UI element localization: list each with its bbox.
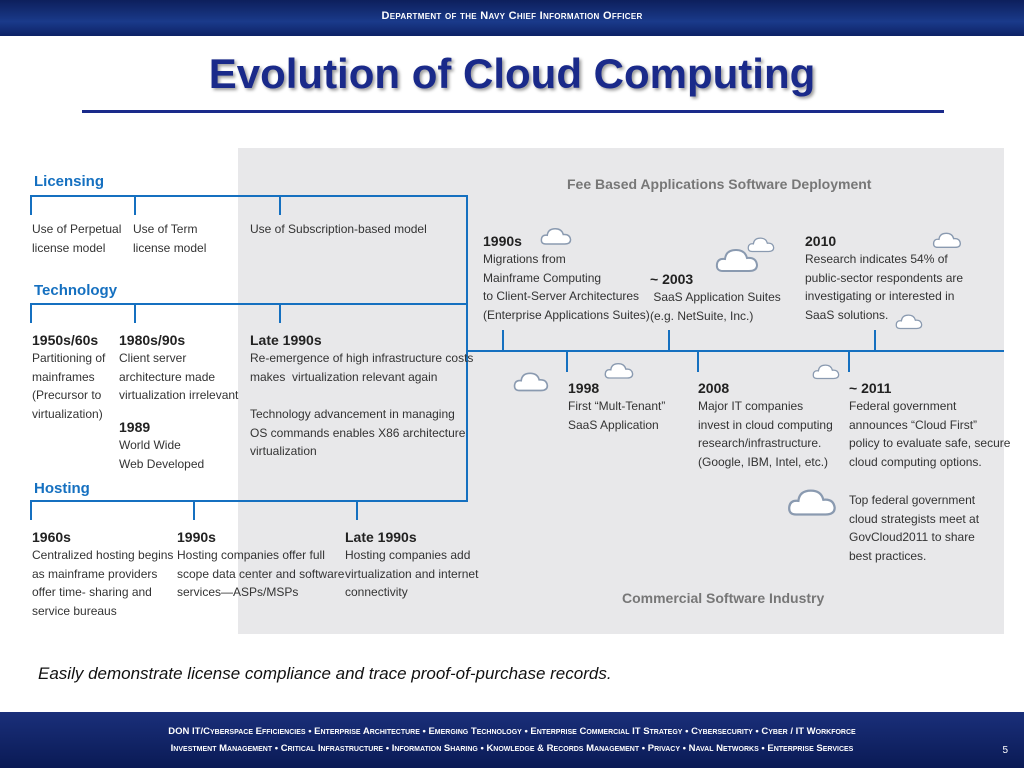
tick [30, 195, 32, 215]
description: Hosting companies add virtualization and… [345, 548, 479, 599]
year: 1989 [119, 419, 151, 435]
description: Partitioning of mainframes (Precursor to… [32, 351, 106, 421]
hosting-item: 1990s Hosting companies offer full scope… [177, 528, 344, 602]
tick [356, 500, 358, 520]
title-underline [82, 110, 944, 113]
cloud-icon [715, 248, 759, 272]
main-timeline [466, 350, 1004, 352]
year: 1990s [483, 233, 522, 249]
cloud-icon [895, 314, 923, 330]
tick [134, 303, 136, 323]
tick [668, 330, 670, 350]
tick [279, 195, 281, 215]
year: 2010 [805, 233, 837, 249]
tick [30, 500, 32, 520]
year: ~ 2011 [849, 380, 892, 396]
footer-line-1: DON IT/Cyberspace Efficiencies • Enterpr… [168, 726, 856, 737]
timeline-item: 1990s Migrations from Mainframe Computin… [483, 232, 650, 324]
description: First “Mult-Tenant” SaaS Application [568, 399, 666, 432]
tick [502, 330, 504, 350]
description: Federal government announces “Cloud Firs… [849, 399, 1011, 469]
year: Late 1990s [250, 332, 322, 348]
year: 2008 [698, 380, 730, 396]
footer-bar: DON IT/Cyberspace Efficiencies • Enterpr… [0, 712, 1024, 768]
caption: Easily demonstrate license compliance an… [38, 664, 612, 683]
commercial-heading: Commercial Software Industry [622, 590, 825, 606]
year: 1990s [177, 529, 216, 545]
hosting-item: Late 1990s Hosting companies add virtual… [345, 528, 478, 602]
hosting-line [30, 500, 468, 502]
timeline-item: Top federal government cloud strategists… [849, 493, 980, 563]
description: Migrations from Mainframe Computing to C… [483, 252, 650, 322]
year: 1998 [568, 380, 600, 396]
tick [874, 330, 876, 350]
tick [697, 350, 699, 372]
description: SaaS Application Suites (e.g. NetSuite, … [650, 290, 781, 323]
tick [848, 350, 850, 372]
timeline-item: 2010 Research indicates 54% of public-se… [805, 232, 963, 324]
technology-label: Technology [34, 282, 118, 299]
timeline-item: 1998 First “Mult-Tenant” SaaS Applicatio… [568, 379, 665, 434]
timeline-item: ~ 2003 SaaS Application Suites (e.g. Net… [650, 270, 781, 325]
description: Research indicates 54% of public-sector … [805, 252, 964, 322]
description: Major IT companies invest in cloud compu… [698, 399, 833, 469]
tick [279, 303, 281, 323]
year: ~ 2003 [650, 271, 694, 287]
technology-line [30, 303, 468, 305]
bracket-line [466, 195, 468, 502]
licensing-item: Use of Term license model [133, 222, 207, 255]
technology-item: Technology advancement in managing OS co… [250, 407, 466, 458]
licensing-item: Use of Subscription-based model [250, 222, 427, 236]
footer-line-2: Investment Management • Critical Infrast… [170, 743, 854, 754]
cloud-icon [747, 237, 775, 253]
cloud-icon [932, 232, 962, 248]
year: 1950s/60s [32, 332, 99, 348]
description: Client server architecture made virtuali… [119, 351, 239, 402]
licensing-item: Use of Perpetual license model [32, 222, 122, 255]
timeline-item: 2008 Major IT companies invest in cloud … [698, 379, 833, 471]
tick [566, 350, 568, 372]
tick [193, 500, 195, 520]
fee-based-heading: Fee Based Applications Software Deployme… [567, 176, 872, 192]
fee-based-panel [238, 148, 1004, 634]
cloud-icon [604, 362, 634, 379]
cloud-icon [513, 372, 549, 392]
timeline-item: ~ 2011 Federal government announces “Clo… [849, 379, 1010, 471]
licensing-label: Licensing [34, 173, 105, 190]
year: Late 1990s [345, 529, 417, 545]
page-title: Evolution of Cloud Computing [208, 50, 816, 97]
org-name: Department of the Navy Chief Information… [381, 10, 643, 22]
year: 1960s [32, 529, 71, 545]
page-number: 5 [1002, 745, 1008, 756]
cloud-icon [540, 227, 572, 245]
technology-item: Late 1990s Re-emergence of high infrastr… [250, 331, 473, 386]
description: Hosting companies offer full scope data … [177, 548, 345, 599]
technology-item: 1950s/60s Partitioning of mainframes (Pr… [32, 331, 105, 423]
description: World Wide Web Developed [119, 438, 205, 471]
year: 1980s/90s [119, 332, 186, 348]
description: Centralized hosting begins as mainframe … [32, 548, 174, 618]
tick [134, 195, 136, 215]
description: Re-emergence of high infrastructure cost… [250, 351, 474, 384]
hosting-item: 1960s Centralized hosting begins as main… [32, 528, 173, 620]
licensing-line [30, 195, 468, 197]
technology-item: 1989 World Wide Web Developed [119, 418, 204, 473]
cloud-icon [812, 364, 840, 380]
cloud-icon [788, 489, 836, 516]
hosting-label: Hosting [34, 480, 90, 497]
tick [30, 303, 32, 323]
header-bar: Department of the Navy Chief Information… [0, 0, 1024, 36]
technology-item: 1980s/90s Client server architecture mad… [119, 331, 238, 405]
